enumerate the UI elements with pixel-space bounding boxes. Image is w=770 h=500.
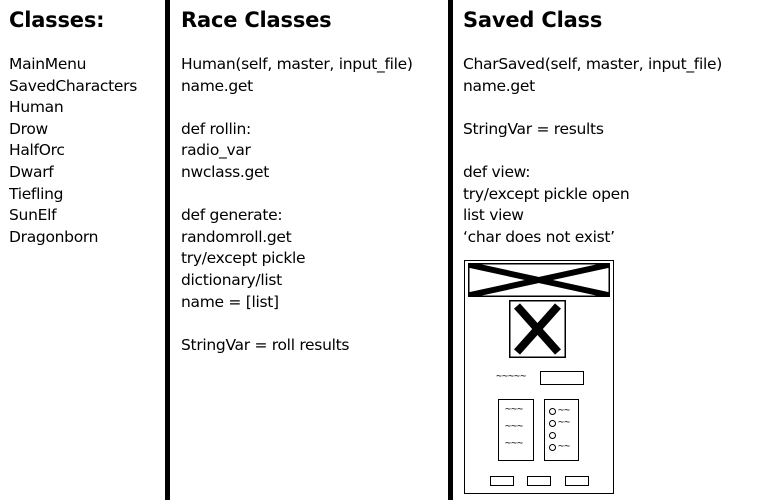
note-line: name.get — [181, 76, 253, 95]
note-line: StringVar = results — [463, 119, 604, 138]
radio-button[interactable] — [549, 407, 556, 415]
class-item: Drow — [9, 119, 48, 138]
radio-button[interactable] — [549, 431, 556, 439]
radio-button[interactable] — [549, 419, 556, 427]
banner-image-placeholder — [468, 263, 610, 297]
note-line: name = [list] — [181, 292, 279, 311]
note-line: list view — [463, 206, 524, 225]
note-line: CharSaved(self, master, input_file) — [463, 55, 722, 73]
note-line: def rollin: — [181, 119, 251, 138]
list-item: ~~~ — [505, 421, 524, 432]
list-item: ~~~ — [505, 438, 524, 449]
mockup-button-3[interactable] — [565, 476, 589, 486]
saved-class-heading: Saved Class — [463, 8, 603, 32]
note-line: try/except pickle open — [463, 184, 630, 203]
class-item: Dwarf — [9, 162, 54, 181]
note-line: dictionary/list — [181, 270, 282, 289]
note-line: radio_var — [181, 141, 251, 160]
class-item: HalfOrc — [9, 141, 65, 160]
note-line: def generate: — [181, 206, 283, 225]
note-line: StringVar = roll results — [181, 335, 350, 354]
note-line: try/except pickle — [181, 249, 306, 268]
note-line: name.get — [463, 76, 535, 95]
wireframe-mockup: ~~~~~ ~~~ ~~~ ~~~ ~~ ~~ ~~ — [464, 260, 614, 494]
mockup-button-1[interactable] — [490, 476, 514, 486]
column-divider-1 — [165, 0, 170, 500]
class-item: MainMenu — [9, 55, 87, 73]
radio-label: ~~ — [558, 405, 571, 416]
race-classes-heading: Race Classes — [181, 8, 332, 32]
portrait-image-placeholder — [509, 300, 566, 358]
radio-group: ~~ ~~ ~~ — [544, 399, 579, 461]
classes-list: MainMenu SavedCharacters Human Drow Half… — [9, 54, 137, 248]
column-divider-2 — [448, 0, 453, 500]
text-field[interactable] — [540, 371, 584, 385]
class-item: SunElf — [9, 206, 57, 225]
note-line: ‘char does not exist’ — [463, 227, 615, 246]
radio-label: ~~ — [558, 417, 571, 428]
class-item: Human — [9, 98, 64, 117]
note-line: nwclass.get — [181, 162, 270, 181]
saved-class-notes: CharSaved(self, master, input_file) name… — [463, 54, 722, 248]
note-line: def view: — [463, 162, 531, 181]
class-item: Dragonborn — [9, 227, 99, 246]
mockup-button-2[interactable] — [527, 476, 551, 486]
class-item: Tiefling — [9, 184, 64, 203]
list-box[interactable]: ~~~ ~~~ ~~~ — [498, 399, 534, 461]
field-label: ~~~~~ — [496, 371, 527, 382]
class-item: SavedCharacters — [9, 76, 137, 95]
radio-label: ~~ — [558, 441, 571, 452]
list-item: ~~~ — [505, 404, 524, 415]
note-line: Human(self, master, input_file) — [181, 55, 413, 73]
note-line: randomroll.get — [181, 227, 292, 246]
radio-button[interactable] — [549, 443, 556, 451]
race-classes-notes: Human(self, master, input_file) name.get… — [181, 54, 413, 356]
classes-heading: Classes: — [9, 8, 105, 32]
